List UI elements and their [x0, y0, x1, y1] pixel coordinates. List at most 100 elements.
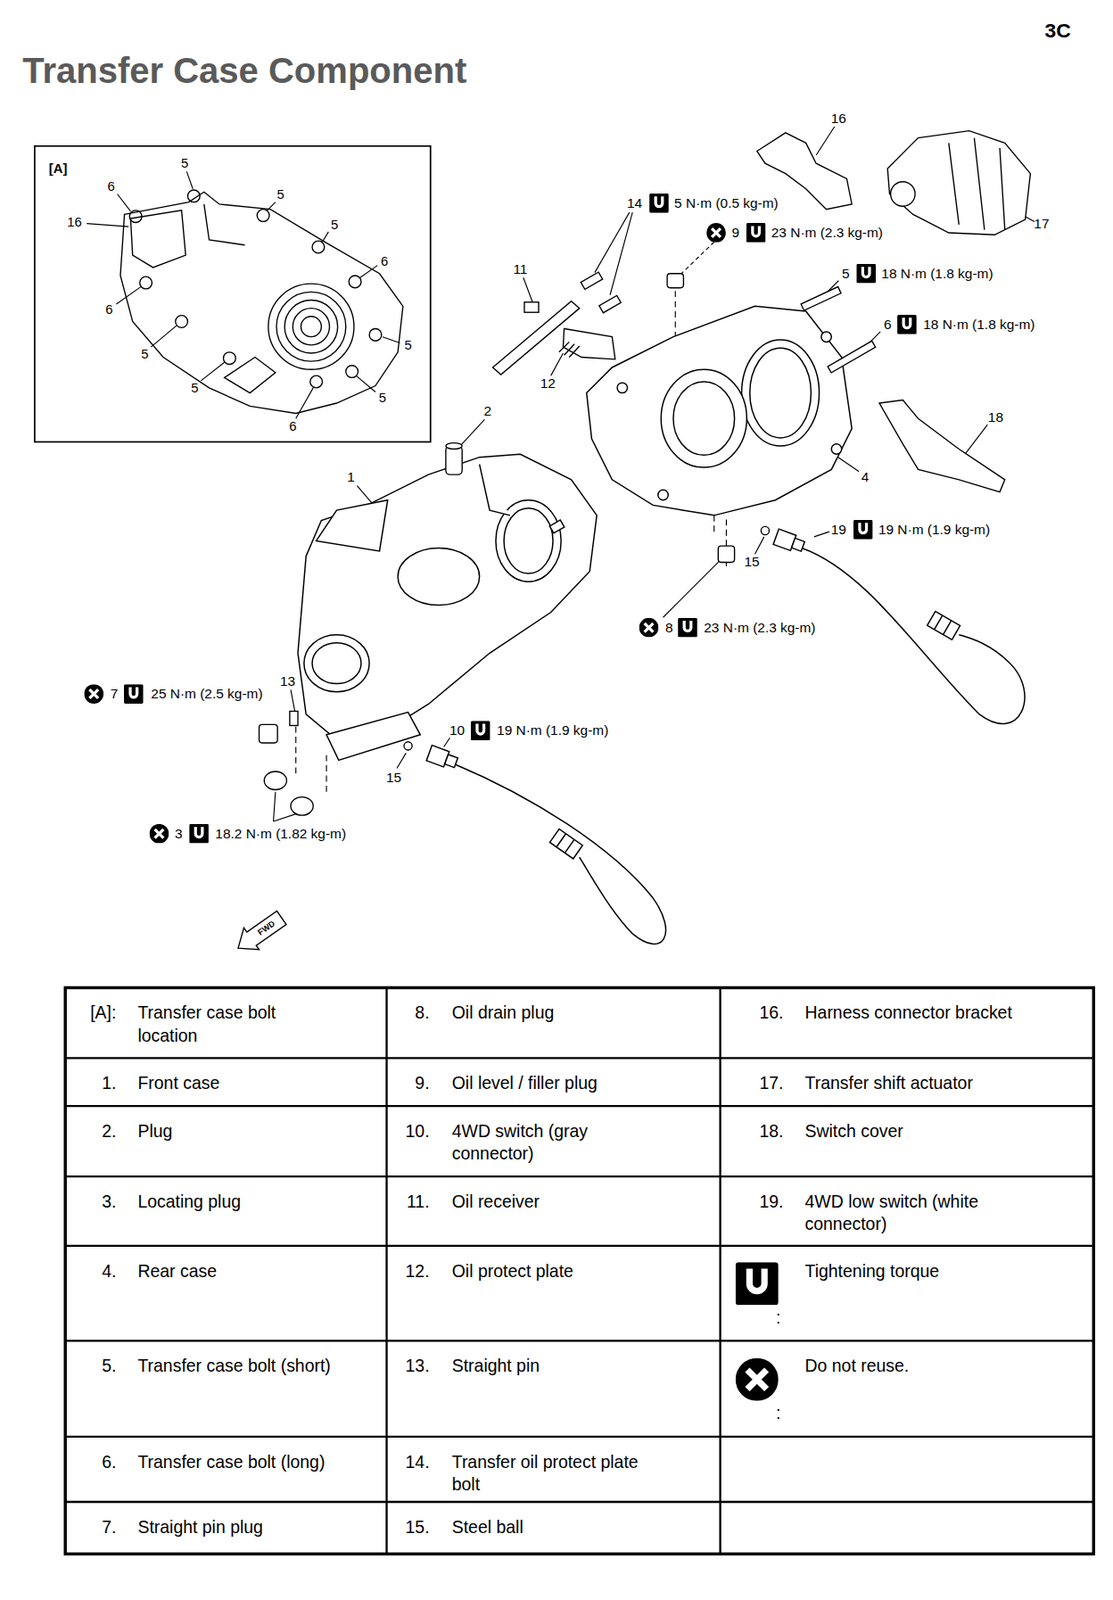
table-cell: Transfer shift actuator [805, 1071, 1033, 1095]
spec-icons [123, 684, 144, 704]
torque-spec: 23 N·m (2.3 kg-m) [771, 225, 883, 240]
small-parts [760, 526, 769, 535]
inset-view [140, 276, 153, 289]
callout-number: 6 [288, 420, 297, 434]
inset-view [224, 357, 276, 394]
spec-icons [853, 519, 874, 540]
small-parts [879, 400, 1006, 493]
spec-icons [856, 263, 876, 284]
rear-case [742, 339, 820, 446]
inset-view [300, 316, 322, 338]
rear-case [750, 347, 812, 438]
torque-spec: 23 N·m (2.3 kg-m) [703, 620, 816, 635]
rear-case [831, 444, 841, 454]
spec-icons [735, 1358, 779, 1402]
front-case [397, 547, 480, 605]
table-cell: Switch cover [805, 1120, 1033, 1143]
torque-spec: 5 N·m (0.5 kg-m) [674, 196, 779, 210]
small-parts [948, 138, 1006, 231]
table-number: : [775, 1401, 781, 1425]
spec-icons [639, 618, 660, 638]
spec-icons [83, 684, 104, 704]
front-case [297, 453, 597, 760]
callout-number: 14 [626, 196, 643, 210]
table-number: 7. [55, 1516, 117, 1539]
table-number: 9. [368, 1071, 430, 1095]
inset-view [268, 283, 355, 370]
callout-number: 13 [280, 674, 296, 688]
torque-spec: 25 N·m (2.5 kg-m) [150, 686, 263, 701]
inset-view [129, 210, 142, 223]
spec-icons [189, 824, 209, 844]
table-grid [65, 987, 1094, 1554]
callout-number: 10 [449, 723, 465, 737]
table-number: 10. [368, 1120, 430, 1143]
table-number: 2. [55, 1120, 117, 1143]
table-number: 14. [368, 1451, 430, 1474]
table-cell: Steel ball [452, 1516, 653, 1539]
leader-lines [681, 241, 715, 273]
table-grid [65, 987, 1094, 1554]
callout-number: 1 [346, 470, 355, 485]
leader-lines [86, 171, 400, 419]
table-cell: Straight pin [452, 1354, 653, 1377]
callout-number: 19 [831, 522, 847, 536]
small-parts [667, 273, 684, 289]
table-grid [65, 987, 1094, 1554]
table-number: 6. [55, 1451, 117, 1474]
small-parts [524, 302, 539, 313]
inset-view [130, 210, 186, 268]
rear-case [617, 382, 627, 393]
callout-number: 5 [330, 217, 339, 231]
table-number: 19. [722, 1190, 784, 1213]
spec-icons [735, 1261, 779, 1305]
callout-number: 6 [105, 302, 113, 316]
switch-wires [927, 610, 961, 640]
callout-number: 6 [380, 254, 388, 268]
small-parts [887, 131, 1031, 236]
callout-number: 5 [140, 346, 149, 361]
callout-number: 3 [174, 826, 183, 841]
small-parts [263, 771, 287, 791]
front-case [297, 453, 597, 740]
torque-spec: 19 N·m (1.9 kg-m) [878, 522, 990, 536]
callout-number: 9 [731, 225, 740, 240]
front-case [304, 634, 370, 693]
callout-number: 5 [181, 156, 189, 171]
table-number: 12. [368, 1260, 430, 1283]
inset-view [34, 146, 431, 443]
switch-wires [927, 610, 961, 640]
front-case [326, 712, 421, 761]
inset-view [204, 204, 246, 246]
small-parts [580, 272, 602, 289]
table-cell: Transfer case bolt (short) [137, 1354, 336, 1377]
table-cell: Front case [137, 1071, 336, 1095]
small-parts [259, 131, 1031, 817]
inset-view [348, 275, 362, 289]
table-number: 11. [368, 1190, 430, 1213]
front-case [316, 500, 388, 552]
small-parts [559, 341, 580, 357]
table-number: 18. [722, 1120, 784, 1143]
inset-view [34, 146, 431, 443]
callout-number: 5 [403, 338, 412, 352]
table-cell: Do not reuse. [805, 1354, 1033, 1377]
switch-wires [426, 745, 459, 771]
table-cell: Oil drain plug [452, 1001, 653, 1024]
callout-number: 5 [276, 188, 284, 202]
spec-icons [897, 314, 917, 335]
small-parts [289, 710, 298, 726]
torque-spec: 19 N·m (1.9 kg-m) [496, 723, 609, 737]
view-label: [A] [49, 161, 68, 175]
table-cell: Oil level / filler plug [452, 1071, 653, 1095]
callout-number: 5 [841, 266, 850, 281]
table-cell: 4WD switch (gray connector) [452, 1120, 653, 1166]
inset-view [120, 191, 404, 413]
callout-number: 4 [861, 470, 870, 485]
small-parts [290, 797, 314, 817]
switch-wires [426, 528, 1025, 944]
table-number: 8. [368, 1001, 430, 1024]
spec-icons [706, 222, 726, 243]
small-parts [827, 340, 876, 373]
